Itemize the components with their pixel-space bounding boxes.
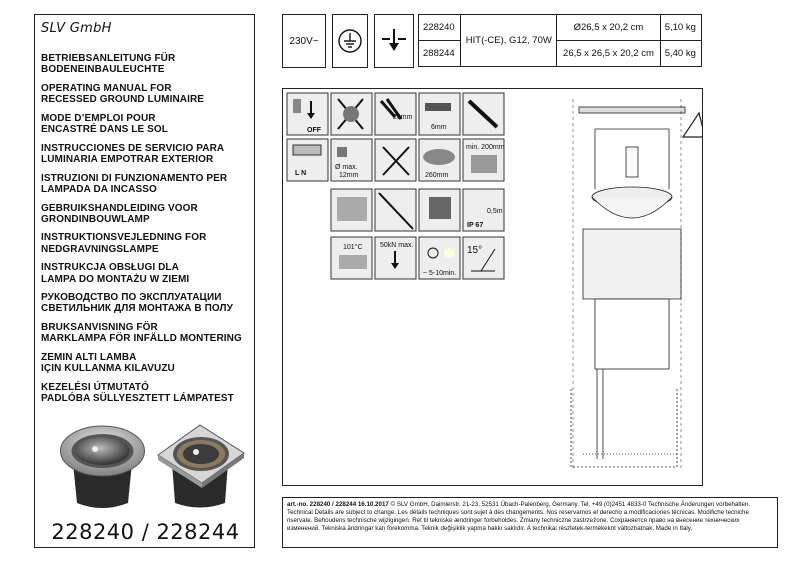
recessed-mount-icon <box>382 29 406 51</box>
lin-label: L N <box>295 170 306 177</box>
round-luminaire-image <box>60 425 145 508</box>
title-line1: ISTRUZIONI DI FUNZIONAMENTO PER <box>41 172 228 184</box>
title-line1: INSTRUKCJA OBSŁUGI DLA <box>41 262 179 274</box>
title-line2: IÇIN KULLANMA KILAVUZU <box>41 363 175 375</box>
footer-artno: art.-no. 228240 / 228244 16.10.2017 <box>287 501 389 508</box>
title-line1: INSTRUKTIONSVEJLEDNING FOR <box>41 232 207 244</box>
title-line1: INSTRUCCIONES DE SERVICIO PARA <box>41 142 225 154</box>
title-line1: MODE D’EMPLOI POUR <box>41 112 156 124</box>
mounting-symbol-box <box>374 14 414 68</box>
min200-label: min. 200mm <box>466 144 505 151</box>
ip67-icon: IP 67 0,5m <box>462 188 505 232</box>
cable-end-icon: 6mm <box>418 92 461 136</box>
lamp-spec: HIT(-CE), G12, 70W <box>460 14 558 67</box>
6mm-label: 6mm <box>431 124 447 131</box>
dims-2: 26,5 x 26,5 x 20,2 cm <box>556 40 661 67</box>
screwdriver-icon <box>462 92 505 136</box>
title-line2: BODENEINBAULEUCHTE <box>41 64 165 76</box>
gravel-bed-icon <box>330 188 373 232</box>
title-line1: BETRIEBSANLEITUNG FÜR <box>41 53 176 64</box>
260mm-label: 260mm <box>425 172 449 179</box>
brand-name: SLV GmbH <box>41 21 112 36</box>
title-line2: СВЕТИЛЬНИК ДЛЯ МОНТАЖА В ПОЛУ <box>41 303 233 315</box>
12mm-label: 12mm <box>339 172 359 179</box>
title-line2: LAMPADA DA INCASSO <box>41 183 157 195</box>
no-tools-icon <box>374 138 417 182</box>
legal-footer: art.-no. 228240 / 228244 16.10.2017 © SL… <box>282 497 778 548</box>
tilt-angle-icon: 15° <box>462 236 505 280</box>
cross-section-drawing <box>570 99 702 469</box>
wiring-terminal-icon: L N <box>286 138 329 182</box>
title-line1: OPERATING MANUAL FOR <box>41 82 172 94</box>
hole-size-icon: 260mm <box>418 138 461 182</box>
title-line1: GEBRUIKSHANDLEIDING VOOR <box>41 202 198 214</box>
art-no-2: 288244 <box>417 40 462 67</box>
wire-strip-icon: 20mm <box>374 92 417 136</box>
load-capacity-icon: 50kN max. <box>374 236 417 280</box>
title-line2: RECESSED GROUND LUMINAIRE <box>41 94 205 106</box>
voltage-box: 230V~ <box>282 14 326 68</box>
title-line2: PADLÓBA SÜLLYESZTETT LÁMPATEST <box>41 393 234 405</box>
warm-up-time-icon: ~ 5-10min. <box>418 236 461 280</box>
ip67-label: IP 67 <box>467 222 483 229</box>
max-label: Ø max. <box>335 164 358 171</box>
cable-diameter-icon: Ø max. 12mm <box>330 138 373 182</box>
surface-temperature-icon: 101°C <box>330 236 373 280</box>
installation-pictograms: OFF 20mm 6mm <box>286 92 702 469</box>
off-label: OFF <box>307 127 322 134</box>
protection-class-box <box>332 14 368 68</box>
title-line1: BRUKSANVISNING FÖR <box>41 322 158 334</box>
title-line1: РУКОВОДСТВО ПО ЭКСПЛУАТАЦИИ <box>41 292 222 304</box>
min-distance-icon: min. 200mm <box>462 138 505 182</box>
angle-label: 15° <box>467 245 482 256</box>
no-soil-icon <box>374 188 417 232</box>
pavement-icon <box>418 188 461 232</box>
spec-table: 228240 HIT(-CE), G12, 70W Ø26,5 x 20,2 c… <box>417 14 703 67</box>
title-line1: KEZELÉSI ÚTMUTATÓ <box>41 381 149 393</box>
title-line2: ENCASTRÉ DANS LE SOL <box>41 124 169 136</box>
title-line2: LUMINARIA EMPOTRAR EXTERIOR <box>41 153 214 165</box>
voltage-label: 230V~ <box>289 35 319 47</box>
installation-diagram-panel: OFF 20mm 6mm <box>282 88 703 486</box>
title-line2: MARKLAMPA FÖR INFÄLLD MONTERING <box>41 333 242 345</box>
dims-1: Ø26,5 x 20,2 cm <box>556 14 661 41</box>
load-label: 50kN max. <box>380 242 414 249</box>
no-wire-cutting-icon <box>330 92 373 136</box>
weight-1: 5,10 kg <box>659 14 703 41</box>
title-line1: ZEMIN ALTI LAMBA <box>41 352 137 364</box>
earth-ground-icon <box>338 29 362 53</box>
temp-label: 101°C <box>343 243 363 251</box>
depth-label: 0,5m <box>487 208 503 215</box>
square-luminaire-image <box>157 424 245 508</box>
footer-text: © SLV GmbH, Daimlerstr. 21-23, 52531 Üba… <box>287 501 751 532</box>
20mm-label: 20mm <box>393 114 413 121</box>
weight-2: 5,40 kg <box>659 40 703 67</box>
title-line2: NEDGRAVNINGSLAMPE <box>41 243 159 255</box>
time-label: ~ 5-10min. <box>423 270 456 277</box>
product-numbers: 228240 / 228244 <box>51 520 240 544</box>
spec-header: 230V~ 228240 HIT(-CE), G12, 70W Ø26,5 x … <box>282 14 703 68</box>
title-line2: LAMPA DO MONTAŻU W ZIEMI <box>41 273 190 285</box>
title-line2: GRONDINBOUWLAMP <box>41 213 150 225</box>
power-off-icon: OFF <box>286 92 329 136</box>
art-no-1: 228240 <box>417 14 462 41</box>
